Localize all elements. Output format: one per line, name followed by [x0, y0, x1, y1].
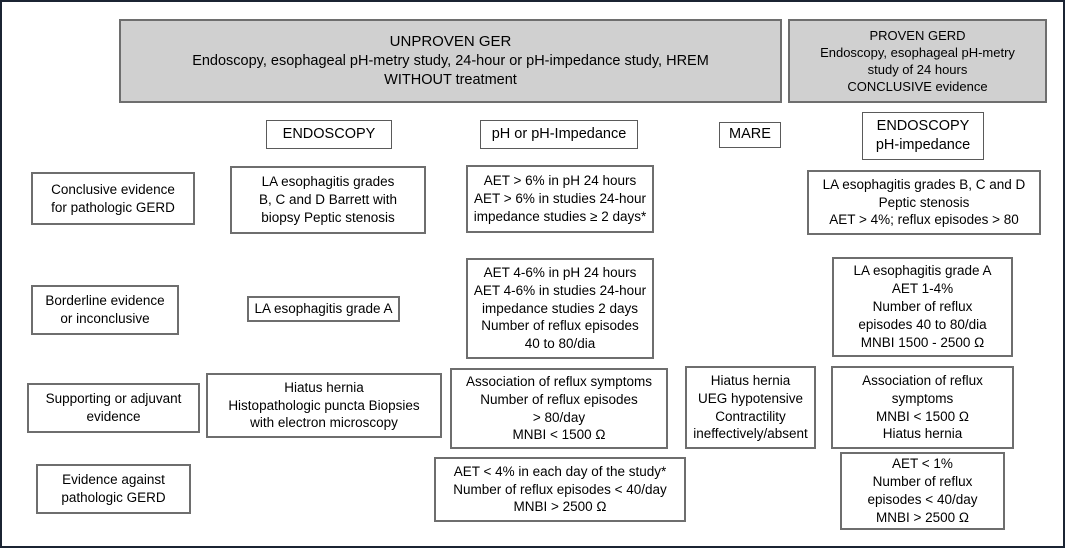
column-header-endoscopy-ph-impedance-line-0: ENDOSCOPY	[876, 117, 970, 134]
banner-unproven-line-2: WITHOUT treatment	[384, 71, 517, 88]
cell-supporting-ph-line-2: > 80/day	[532, 409, 586, 425]
row-label-conclusive-line-0: Conclusive evidence	[51, 181, 175, 197]
cell-supporting-proven-line-2: MNBI < 1500 Ω	[875, 408, 969, 424]
cell-supporting-ph-line-1: Number of reflux episodes	[480, 391, 638, 407]
cell-borderline-endoscopy-line-0: LA esophagitis grade A	[254, 301, 393, 317]
row-label-borderline-line-1: or inconclusive	[60, 311, 150, 326]
banner-proven-gerd: PROVEN GERD Endoscopy, esophageal pH-met…	[788, 19, 1047, 103]
cell-conclusive-ph: AET > 6% in pH 24 hours AET > 6% in stud…	[466, 165, 654, 233]
cell-against-ph-line-1: Number of reflux episodes < 40/day	[453, 481, 667, 497]
cell-against-proven-line-0: AET < 1%	[892, 456, 953, 472]
cell-supporting-mare-line-3: ineffectively/absent	[693, 426, 808, 442]
cell-supporting-mare-line-1: UEG hypotensive	[697, 390, 804, 406]
cell-against-proven-line-3: MNBI > 2500 Ω	[875, 509, 969, 525]
cell-supporting-endoscopy-line-2: with electron microscopy	[250, 415, 398, 431]
cell-supporting-proven-line-3: Hiatus hernia	[882, 426, 963, 442]
cell-borderline-proven-line-2: Number of reflux	[872, 299, 973, 315]
row-label-conclusive-line-1: for pathologic GERD	[51, 199, 175, 215]
cell-borderline-ph-line-1: AET 4-6% in studies 24-hour	[473, 282, 647, 298]
row-label-supporting-line-0: Supporting or adjuvant	[45, 391, 182, 407]
cell-against-proven-line-1: Number of reflux	[872, 474, 973, 490]
cell-conclusive-endoscopy-line-0: LA esophagitis grades	[261, 174, 395, 190]
cell-borderline-ph-line-2: impedance studies 2 days	[481, 300, 639, 316]
column-header-ph-impedance-label: pH or pH-Impedance	[491, 125, 627, 142]
cell-supporting-proven: Association of reflux symptoms MNBI < 15…	[831, 366, 1014, 449]
cell-supporting-ph: Association of reflux symptoms Number of…	[450, 368, 668, 449]
cell-supporting-endoscopy-line-1: Histopathologic puncta Biopsies	[228, 397, 420, 413]
cell-against-ph-line-0: AET < 4% in each day of the study*	[453, 463, 667, 479]
row-label-conclusive: Conclusive evidence for pathologic GERD	[31, 172, 195, 225]
row-label-against: Evidence against pathologic GERD	[36, 464, 191, 514]
column-header-ph-impedance: pH or pH-Impedance	[480, 120, 638, 149]
column-header-endoscopy-ph-impedance: ENDOSCOPY pH-impedance	[862, 112, 984, 160]
cell-conclusive-endoscopy: LA esophagitis grades B, C and D Barrett…	[230, 166, 426, 234]
cell-conclusive-proven-line-1: Peptic stenosis	[878, 194, 970, 210]
cell-against-proven-line-2: episodes < 40/day	[867, 492, 978, 507]
cell-borderline-ph-line-4: 40 to 80/dia	[524, 336, 596, 352]
cell-against-ph: AET < 4% in each day of the study* Numbe…	[434, 457, 686, 522]
column-header-endoscopy-ph-impedance-line-1: pH-impedance	[875, 137, 971, 153]
cell-conclusive-ph-line-2: impedance studies ≥ 2 days*	[473, 208, 647, 224]
row-label-supporting-line-1: evidence	[86, 409, 141, 424]
cell-conclusive-proven-line-0: LA esophagitis grades B, C and D	[822, 176, 1026, 192]
row-label-borderline-line-0: Borderline evidence	[45, 293, 165, 309]
cell-borderline-proven-line-0: LA esophagitis grade A	[853, 263, 992, 279]
banner-proven-line-0: PROVEN GERD	[869, 27, 966, 43]
banner-proven-line-3: CONCLUSIVE evidence	[847, 79, 988, 95]
banner-unproven-ger: UNPROVEN GER Endoscopy, esophageal pH-me…	[119, 19, 782, 103]
cell-supporting-mare-line-0: Hiatus hernia	[710, 372, 791, 388]
cell-conclusive-endoscopy-line-1: B, C and D Barrett with	[258, 192, 398, 208]
cell-supporting-endoscopy-line-0: Hiatus hernia	[284, 379, 364, 395]
banner-proven-line-2: study of 24 hours	[867, 62, 968, 77]
column-header-endoscopy: ENDOSCOPY	[266, 120, 392, 149]
cell-supporting-ph-line-3: MNBI < 1500 Ω	[512, 427, 606, 443]
row-label-against-line-1: pathologic GERD	[61, 490, 166, 505]
cell-borderline-proven-line-3: episodes 40 to 80/dia	[858, 316, 987, 332]
cell-supporting-proven-line-0: Association of reflux	[862, 372, 983, 388]
cell-supporting-endoscopy: Hiatus hernia Histopathologic puncta Bio…	[206, 373, 442, 438]
cell-conclusive-endoscopy-line-2: biopsy Peptic stenosis	[261, 209, 395, 225]
cell-supporting-mare: Hiatus hernia UEG hypotensive Contractil…	[685, 366, 816, 449]
cell-conclusive-proven-line-2: AET > 4%; reflux episodes > 80	[829, 212, 1019, 228]
cell-conclusive-ph-line-0: AET > 6% in pH 24 hours	[483, 173, 637, 189]
cell-conclusive-proven: LA esophagitis grades B, C and D Peptic …	[807, 170, 1041, 235]
column-header-mare-label: MARE	[729, 126, 771, 143]
cell-borderline-ph: AET 4-6% in pH 24 hours AET 4-6% in stud…	[466, 258, 654, 359]
cell-against-ph-line-2: MNBI > 2500 Ω	[513, 499, 607, 515]
cell-supporting-proven-line-1: symptoms	[891, 390, 954, 406]
banner-proven-line-1: Endoscopy, esophageal pH-metry	[820, 44, 1015, 60]
cell-against-proven: AET < 1% Number of reflux episodes < 40/…	[840, 452, 1005, 530]
cell-conclusive-ph-line-1: AET > 6% in studies 24-hour	[474, 191, 646, 207]
cell-borderline-proven: LA esophagitis grade A AET 1-4% Number o…	[832, 257, 1013, 357]
cell-borderline-ph-line-3: Number of reflux episodes	[481, 318, 639, 334]
cell-borderline-endoscopy: LA esophagitis grade A	[247, 296, 400, 322]
cell-borderline-proven-line-1: AET 1-4%	[891, 281, 954, 297]
column-header-mare: MARE	[719, 122, 781, 148]
banner-unproven-line-0: UNPROVEN GER	[389, 32, 512, 50]
cell-supporting-ph-line-0: Association of reflux symptoms	[465, 373, 653, 389]
row-label-borderline: Borderline evidence or inconclusive	[31, 285, 179, 335]
cell-supporting-mare-line-2: Contractility	[715, 408, 786, 424]
cell-borderline-ph-line-0: AET 4-6% in pH 24 hours	[483, 264, 637, 280]
cell-borderline-proven-line-4: MNBI 1500 - 2500 Ω	[860, 334, 985, 350]
column-header-endoscopy-label: ENDOSCOPY	[282, 125, 376, 142]
row-label-against-line-0: Evidence against	[62, 472, 165, 488]
banner-unproven-line-1: Endoscopy, esophageal pH-metry study, 24…	[192, 52, 709, 69]
row-label-supporting: Supporting or adjuvant evidence	[27, 383, 200, 433]
